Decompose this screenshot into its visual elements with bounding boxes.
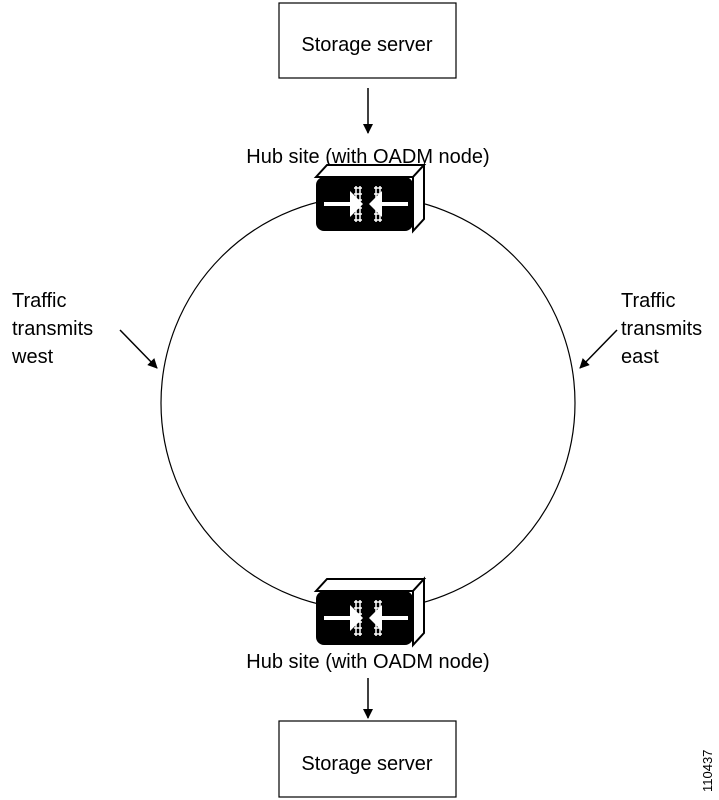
east-note-line-1: Traffic	[621, 290, 675, 312]
east-traffic-arrow	[579, 329, 618, 369]
west-traffic-note: Traffic transmits west	[11, 290, 93, 368]
bottom-storage-server: Storage server	[278, 720, 457, 798]
bottom-hub-label: Hub site (with OADM node)	[246, 651, 489, 673]
top-storage-server: Storage server	[278, 2, 457, 79]
bottom-oadm-node-icon	[315, 578, 425, 646]
west-note-line-3: west	[11, 346, 54, 368]
fiber-ring	[160, 195, 576, 611]
east-note-line-3: east	[621, 346, 659, 368]
west-note-line-1: Traffic	[12, 290, 66, 312]
figure-id: 110437	[700, 750, 715, 792]
east-note-line-2: transmits	[621, 318, 702, 340]
east-traffic-note: Traffic transmits east	[621, 290, 702, 368]
top-storage-server-box	[278, 2, 457, 79]
top-oadm-node-icon	[315, 164, 425, 232]
bottom-storage-server-label: Storage server	[301, 753, 433, 775]
top-storage-server-label: Storage server	[301, 34, 433, 56]
west-traffic-arrow	[119, 329, 158, 369]
west-note-line-2: transmits	[12, 318, 93, 340]
bottom-storage-server-box	[278, 720, 457, 798]
top-hub-label: Hub site (with OADM node)	[246, 146, 489, 168]
